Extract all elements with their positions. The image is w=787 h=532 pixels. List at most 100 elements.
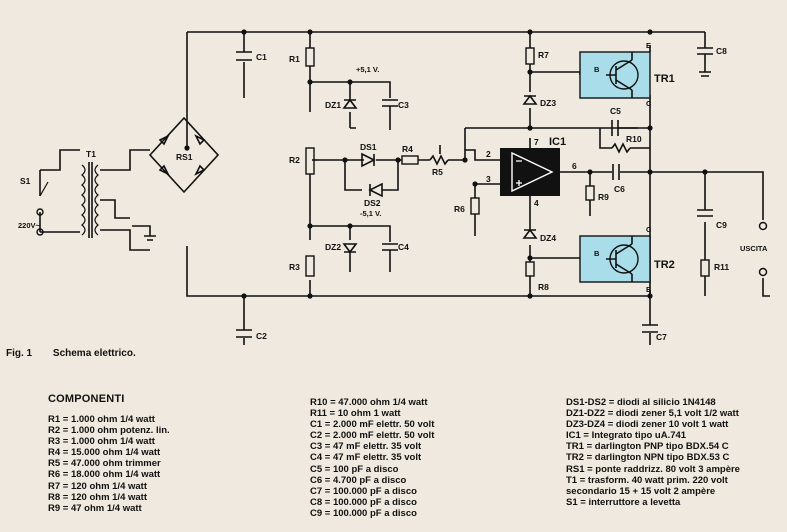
figure-caption: Fig. 1 Schema elettrico. (6, 348, 136, 359)
junctions (184, 29, 708, 299)
transistor-tr2 (579, 235, 651, 283)
label-c4: C4 (398, 242, 409, 252)
label-pin7: 7 (534, 137, 539, 147)
label-pin2: 2 (486, 149, 491, 159)
capacitor-c7 (642, 324, 658, 333)
resistor-r6 (470, 197, 480, 215)
label-tr2-collector: C (646, 225, 652, 234)
label-pin6: 6 (572, 161, 577, 171)
component-entry: C5 = 100 pF a disco (310, 463, 399, 475)
label-t1: T1 (86, 149, 96, 159)
component-entry: R11 = 10 ohm 1 watt (310, 408, 401, 420)
label-pin4: 4 (534, 198, 539, 208)
label-tr1-emitter: E (646, 41, 651, 50)
label-r9: R9 (598, 192, 609, 202)
label-c2: C2 (256, 331, 267, 341)
resistor-r1 (305, 47, 315, 67)
capacitor-c3 (382, 99, 398, 126)
bridge-rectifier-rs1 (158, 134, 206, 176)
ground-symbols (243, 92, 591, 272)
zener-dz1 (342, 98, 358, 109)
diode-ds1 (361, 152, 376, 168)
output-terminal-bottom (758, 267, 768, 277)
resistor-r9 (585, 185, 595, 201)
label-s1: S1 (20, 176, 31, 186)
component-entry: R10 = 47.000 ohm 1/4 watt (310, 397, 428, 408)
component-entry: R4 = 15.000 ohm 1/4 watt (48, 447, 161, 459)
label-dz4: DZ4 (540, 233, 556, 243)
component-entry: R1 = 1.000 ohm 1/4 watt (48, 414, 155, 425)
capacitor-c4 (382, 243, 398, 268)
component-entry: R6 = 18.000 ohm 1/4 watt (48, 469, 161, 481)
component-entry: RS1 = ponte raddrizz. 80 volt 3 ampère (566, 463, 740, 475)
label-ds1: DS1 (360, 142, 377, 152)
label-r11: R11 (714, 262, 729, 272)
resistor-r8 (525, 261, 535, 277)
component-entry: DZ1-DZ2 = diodi zener 5,1 volt 1/2 watt (566, 408, 739, 420)
component-entry: secondario 15 + 15 volt 2 ampère (566, 485, 716, 497)
resistor-r3 (305, 255, 315, 277)
transistor-tr1 (579, 51, 651, 99)
zener-dz3 (522, 94, 538, 105)
circuit-schematic: S1 T1 220V~ RS1 C1 C2 R1 R2 R3 DZ1 DZ2 C… (18, 29, 770, 345)
label-dz2: DZ2 (325, 242, 341, 252)
label-vpos: +5,1 V. (356, 65, 379, 74)
component-entry: DS1-DS2 = diodi al silicio 1N4148 (566, 397, 716, 408)
component-entry: R5 = 47.000 ohm trimmer (48, 458, 161, 470)
label-c5: C5 (610, 106, 621, 116)
label-r4: R4 (402, 144, 413, 154)
component-entry: C9 = 100.000 pF a disco (310, 507, 417, 519)
label-r5: R5 (432, 167, 443, 177)
potentiometer-r2 (305, 147, 315, 175)
output-terminal-top (758, 221, 768, 231)
diode-ds2 (368, 182, 383, 198)
label-ic1: IC1 (549, 136, 566, 148)
label-tr2: TR2 (654, 259, 675, 271)
resistor-r10 (611, 142, 631, 154)
label-dz3: DZ3 (540, 98, 556, 108)
capacitor-c8 (697, 47, 713, 77)
components-title: COMPONENTI (48, 393, 125, 405)
component-entry: R8 = 120 ohm 1/4 watt (48, 491, 147, 503)
label-c1: C1 (256, 52, 267, 62)
label-tr1-base: B (594, 65, 600, 74)
component-entry: C3 = 47 mF elettr. 35 volt (310, 441, 422, 453)
component-entry: TR1 = darlington PNP tipo BDX.54 C (566, 441, 729, 453)
label-tr1: TR1 (654, 73, 675, 85)
label-r7: R7 (538, 50, 549, 60)
component-entry: R2 = 1.000 ohm potenz. lin. (48, 425, 170, 437)
capacitor-c6 (612, 164, 620, 180)
label-pin3: 3 (486, 174, 491, 184)
component-entry: DZ3-DZ4 = diodi zener 10 volt 1 watt (566, 419, 729, 431)
label-uscita: USCITA (740, 244, 768, 253)
label-tr1-collector: C (646, 99, 652, 108)
component-entry: C8 = 100.000 pF a disco (310, 496, 417, 508)
capacitor-c9 (697, 209, 713, 217)
label-tr2-base: B (594, 249, 600, 258)
resistor-r4 (401, 155, 419, 165)
label-vneg: -5,1 V. (360, 209, 381, 218)
component-entry: R7 = 120 ohm 1/4 watt (48, 480, 147, 492)
wires (39, 31, 770, 345)
trimmer-r5 (429, 145, 449, 166)
label-mains: 220V~ (18, 221, 41, 230)
label-c7: C7 (656, 332, 667, 342)
figure-label: Fig. 1 (6, 348, 33, 359)
resistor-r11 (700, 259, 710, 277)
label-r3: R3 (289, 262, 300, 272)
component-entry: TR2 = darlington NPN tipo BDX.53 C (566, 452, 730, 464)
label-c8: C8 (716, 46, 727, 56)
component-entry: R9 = 47 ohm 1/4 watt (48, 502, 142, 514)
component-entry: R3 = 1.000 ohm 1/4 watt (48, 436, 155, 448)
component-entry: IC1 = Integrato tipo uA.741 (566, 430, 687, 442)
opamp-ic1 (500, 148, 560, 196)
label-r6: R6 (454, 204, 465, 214)
component-entry: C1 = 2.000 mF elettr. 50 volt (310, 419, 435, 431)
component-entry: C2 = 2.000 mF elettr. 50 volt (310, 430, 435, 442)
label-r1: R1 (289, 54, 300, 64)
label-dz1: DZ1 (325, 100, 341, 110)
label-c3: C3 (398, 100, 409, 110)
